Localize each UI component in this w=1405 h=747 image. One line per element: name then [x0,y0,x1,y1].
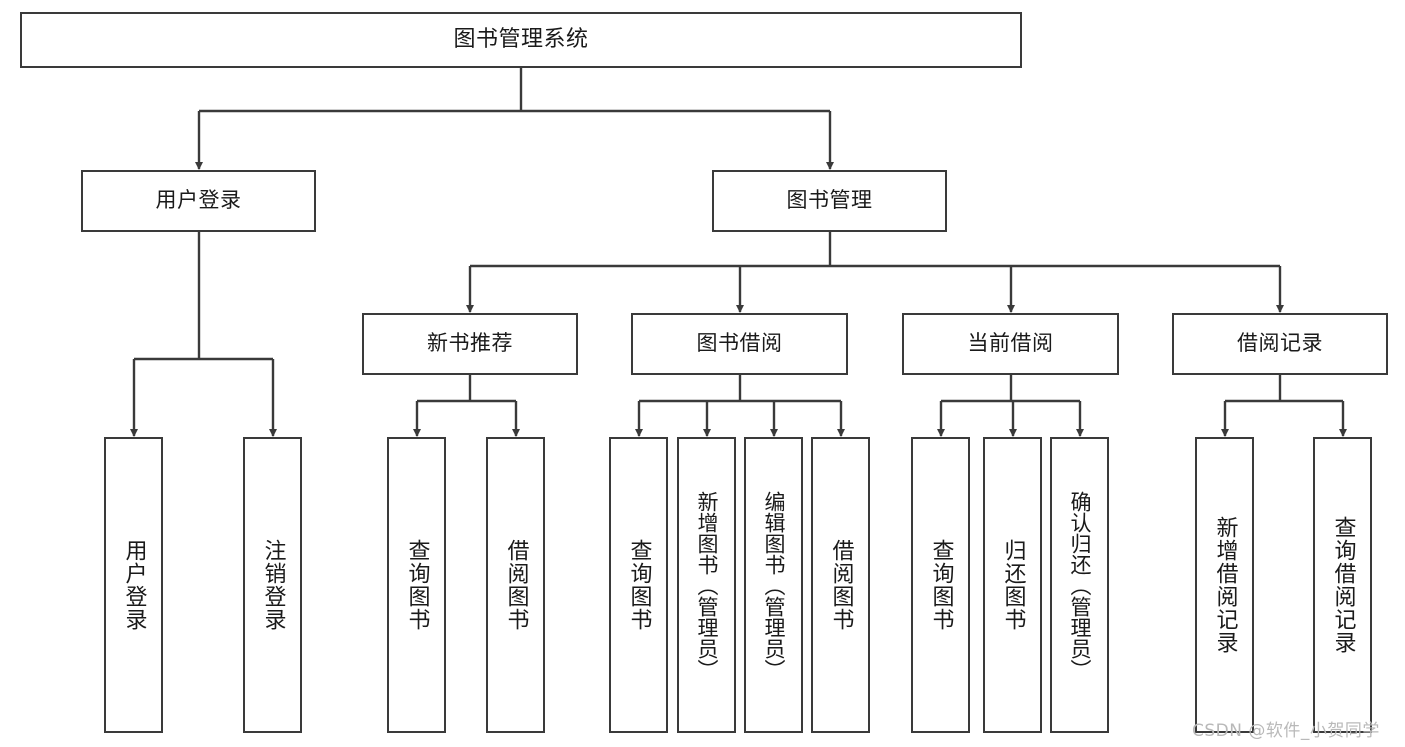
node-label: 确认归还（管理员） [1068,490,1092,680]
node-leaf-add-book[interactable]: 新增图书（管理员） [677,437,736,733]
node-label: 编辑图书（管理员） [762,490,786,680]
node-label: 图书管理系统 [453,26,589,52]
node-leaf-edit-book[interactable]: 编辑图书（管理员） [744,437,803,733]
node-label: 查询图书 [404,539,430,631]
node-borrow-record[interactable]: 借阅记录 [1172,313,1388,375]
node-leaf-borrow-book[interactable]: 借阅图书 [811,437,870,733]
node-root[interactable]: 图书管理系统 [20,12,1022,68]
node-label: 借阅记录 [1237,331,1323,356]
node-leaf-user-login[interactable]: 用户登录 [104,437,163,733]
node-leaf-return-book[interactable]: 归还图书 [983,437,1042,733]
node-leaf-query-record[interactable]: 查询借阅记录 [1313,437,1372,733]
node-label: 当前借阅 [967,331,1054,356]
node-leaf-query-book-rec[interactable]: 查询图书 [387,437,446,733]
node-label: 注销登录 [260,539,286,631]
node-current-borrow[interactable]: 当前借阅 [902,313,1119,375]
node-leaf-add-record[interactable]: 新增借阅记录 [1195,437,1254,733]
node-label: 新增图书（管理员） [695,490,719,680]
node-label: 归还图书 [1000,539,1026,631]
watermark-csdn: CSDN @软件_小贺同学 [1192,721,1380,741]
node-label: 借阅图书 [828,539,854,631]
node-user-login[interactable]: 用户登录 [81,170,316,232]
node-leaf-borrow-book-rec[interactable]: 借阅图书 [486,437,545,733]
node-label: 查询图书 [626,539,652,631]
node-label: 图书管理 [786,188,873,213]
node-label: 图书借阅 [696,331,783,356]
node-label: 用户登录 [155,188,242,213]
node-book-manage[interactable]: 图书管理 [712,170,947,232]
node-label: 借阅图书 [503,539,529,631]
node-leaf-logout[interactable]: 注销登录 [243,437,302,733]
node-leaf-query-book-cur[interactable]: 查询图书 [911,437,970,733]
node-label: 新书推荐 [427,331,513,356]
node-leaf-query-book[interactable]: 查询图书 [609,437,668,733]
node-label: 查询借阅记录 [1330,516,1356,654]
node-book-borrow[interactable]: 图书借阅 [631,313,848,375]
node-leaf-confirm-return[interactable]: 确认归还（管理员） [1050,437,1109,733]
node-label: 查询图书 [928,539,954,631]
node-new-book-rec[interactable]: 新书推荐 [362,313,578,375]
node-label: 用户登录 [121,539,147,631]
node-label: 新增借阅记录 [1212,516,1238,654]
